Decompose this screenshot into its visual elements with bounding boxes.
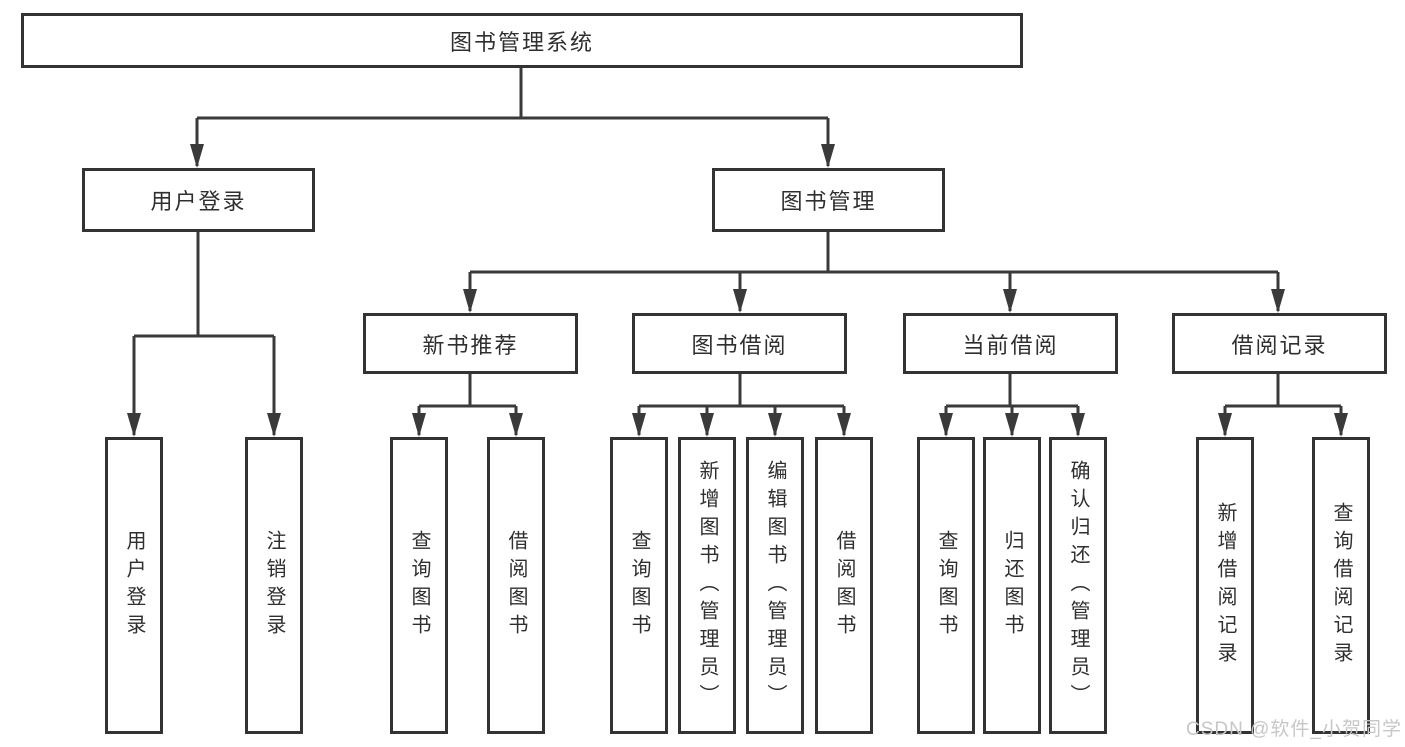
node-user-login-label: 用户登录 [150, 189, 247, 214]
leaf-return-books: 归还图书 [983, 437, 1041, 734]
leaf-add-borrow-record: 新增借阅记录 [1196, 437, 1254, 734]
connector-lines [132, 68, 1343, 435]
node-book-management: 图书管理 [712, 168, 945, 232]
leaf-user-login: 用户登录 [105, 437, 163, 734]
leaf-current-query-books: 查询图书 [917, 437, 975, 734]
leaf-borrow-books-label: 借阅图书 [833, 529, 855, 642]
node-book-management-label: 图书管理 [780, 189, 877, 214]
leaf-borrow-query-books: 查询图书 [610, 437, 668, 734]
node-new-book-recommend-label: 新书推荐 [422, 332, 519, 358]
node-book-borrow-label: 图书借阅 [691, 332, 788, 358]
node-book-borrow: 图书借阅 [632, 313, 847, 374]
node-root-system-label: 图书管理系统 [449, 29, 594, 55]
node-borrow-record-label: 借阅记录 [1231, 332, 1328, 358]
node-user-login: 用户登录 [82, 168, 315, 232]
leaf-edit-book-admin: 编辑图书（管理员） [746, 437, 804, 734]
leaf-add-book-admin-label: 新增图书（管理员） [696, 459, 718, 712]
node-current-borrow-label: 当前借阅 [962, 332, 1059, 358]
csdn-watermark: CSDN @软件_小贺同学 [1186, 719, 1402, 740]
leaf-add-book-admin: 新增图书（管理员） [678, 437, 736, 734]
leaf-current-query-books-label: 查询图书 [935, 529, 957, 642]
node-borrow-record: 借阅记录 [1172, 313, 1387, 374]
leaf-borrow-query-books-label: 查询图书 [628, 529, 650, 642]
node-current-borrow: 当前借阅 [903, 313, 1118, 374]
leaf-logout: 注销登录 [245, 437, 303, 734]
leaf-query-borrow-record: 查询借阅记录 [1312, 437, 1370, 734]
leaf-edit-book-admin-label: 编辑图书（管理员） [764, 459, 786, 712]
node-root-system: 图书管理系统 [21, 13, 1023, 68]
connector-arrowheads [127, 144, 1348, 437]
leaf-recommend-query-books: 查询图书 [390, 437, 448, 734]
leaf-confirm-return-admin-label: 确认归还（管理员） [1067, 459, 1089, 712]
leaf-borrow-books: 借阅图书 [815, 437, 873, 734]
leaf-add-borrow-record-label: 新增借阅记录 [1214, 501, 1236, 670]
leaf-logout-label: 注销登录 [263, 529, 285, 642]
leaf-recommend-borrow-books-label: 借阅图书 [505, 529, 527, 642]
leaf-user-login-label: 用户登录 [123, 529, 145, 642]
leaf-recommend-borrow-books: 借阅图书 [487, 437, 545, 734]
leaf-return-books-label: 归还图书 [1001, 529, 1023, 642]
leaf-confirm-return-admin: 确认归还（管理员） [1049, 437, 1107, 734]
leaf-query-borrow-record-label: 查询借阅记录 [1330, 501, 1352, 670]
node-new-book-recommend: 新书推荐 [363, 313, 578, 374]
leaf-recommend-query-books-label: 查询图书 [408, 529, 430, 642]
